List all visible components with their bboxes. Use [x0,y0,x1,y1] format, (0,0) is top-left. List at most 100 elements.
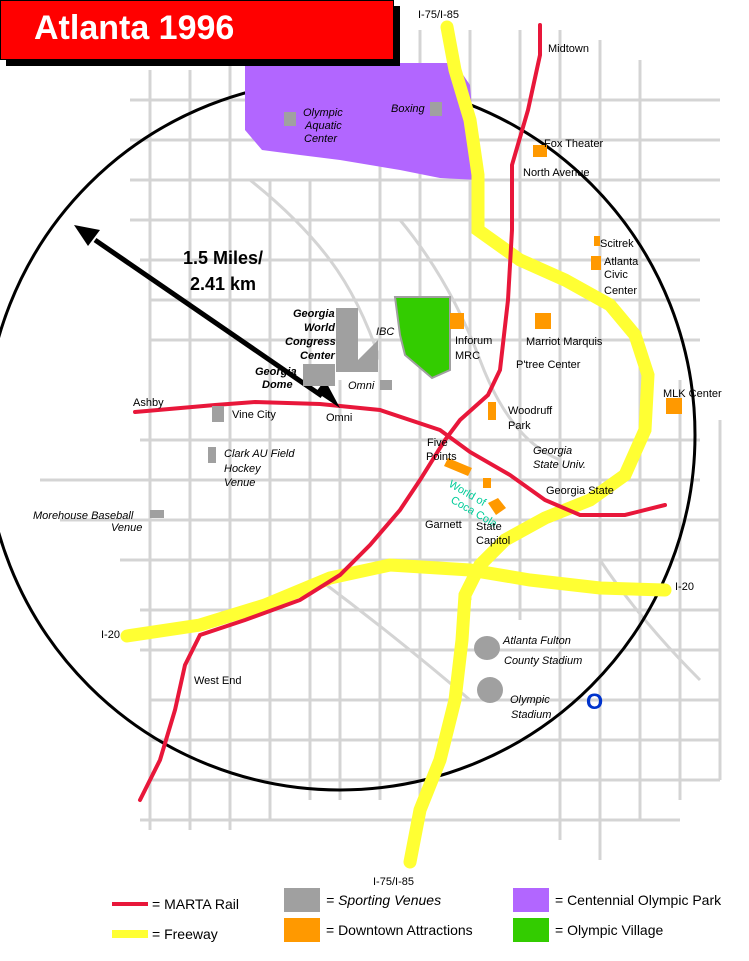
label-five-points-1: Five [427,437,448,449]
inforum [450,313,464,329]
label-ibc: IBC [376,326,394,338]
map-legend: = MARTA Rail = Freeway = Sporting Venues… [0,878,749,958]
georgia-world-congress-center [336,308,378,372]
label-omni-station: Omni [326,412,352,424]
label-olympic-stadium-1: Olympic [510,694,550,706]
label-west-end: West End [194,675,242,687]
label-olympic-stadium-2: Stadium [511,709,551,721]
label-georgia-state-station: Georgia State [546,485,614,497]
map-title: Atlanta 1996 [34,9,235,47]
label-dome-1: Georgia [255,366,297,378]
label-civic-1: Atlanta [604,256,639,268]
legend-village: = Olympic Village [513,918,663,942]
label-clark-2: Hockey [224,463,262,475]
freeway-i20 [120,558,672,643]
label-gwcc-1: Georgia [293,308,335,320]
label-midtown: Midtown [548,43,589,55]
label-boxing: Boxing [391,103,426,115]
radius-label-km: 2.41 km [190,274,256,294]
title-face [0,0,394,60]
marta-east-west-line [133,399,667,517]
legend-sporting-label: = Sporting Venues [326,892,442,908]
olympic-village [393,296,451,380]
legend-village-label: = Olympic Village [555,922,664,938]
label-aquatic-2: Aquatic [304,120,342,132]
label-gwcc-3: Congress [285,336,336,348]
scitrek [594,236,600,246]
label-gwcc-4: Center [300,350,336,362]
label-morehouse-1: Morehouse Baseball [33,510,134,522]
label-woodruff-2: Park [508,420,531,432]
label-north-avenue: North Avenue [523,167,589,179]
legend-sporting: = Sporting Venues [284,888,441,912]
label-five-points-2: Points [426,451,457,463]
label-garnett: Garnett [425,519,462,531]
label-civic-3: Center [604,285,637,297]
label-civic-2: Civic [604,269,628,281]
radius-arrow [74,225,340,408]
label-east-freeway: I-20 [675,581,694,593]
civic-center [591,256,601,270]
label-gsu-1: Georgia [533,445,572,457]
atlanta-fulton-county-stadium [474,636,500,660]
legend-freeway-swatch [112,930,148,938]
label-ashby: Ashby [133,397,164,409]
label-vine-city: Vine City [232,409,276,421]
legend-marta: = MARTA Rail [112,896,239,912]
label-ptree: P'tree Center [516,359,581,371]
legend-park: = Centennial Olympic Park [513,888,721,912]
label-capitol-2: Capitol [476,535,510,547]
label-fulton-1: Atlanta Fulton [502,635,571,647]
legend-sporting-swatch [284,888,320,912]
legend-freeway-label: = Freeway [152,926,218,942]
label-clark-1: Clark AU Field [224,448,295,460]
label-scitrek: Scitrek [600,238,634,250]
label-woodruff-1: Woodruff [508,405,553,417]
legend-attraction-label: = Downtown Attractions [326,922,473,938]
clark-field-venue [208,447,216,463]
label-west-freeway: I-20 [101,629,120,641]
coca-cola-small [483,478,491,488]
world-of-coca-cola [444,458,472,476]
omni-venue [380,380,392,390]
legend-park-swatch [513,888,549,912]
label-morehouse-2: Venue [111,522,142,534]
georgia-dome [303,364,335,386]
sporting-venues [150,102,503,703]
marriott-marquis [535,313,551,329]
label-fox-theater: Fox Theater [544,138,603,150]
label-clark-3: Venue [224,477,255,489]
label-dome-2: Dome [262,379,293,391]
label-marriott: Marriot Marquis [526,336,603,348]
legend-village-swatch [513,918,549,942]
legend-marta-swatch [112,902,148,906]
radius-label-miles: 1.5 Miles/ [183,248,263,268]
label-aquatic-1: Olympic [303,107,343,119]
centennial-olympic-park [245,63,478,180]
legend-attraction-swatch [284,918,320,942]
marta-rail [133,23,667,802]
olympic-o-mark: O [586,689,603,714]
woodruff-park [488,402,496,420]
boxing-venue [430,102,442,116]
map-labels: I-75/I-85 I-75/I-85 I-20 I-20 Midtown Fo… [33,9,722,888]
legend-park-label: = Centennial Olympic Park [555,892,722,908]
mlk-center [666,398,682,414]
radius-circle [0,78,697,792]
state-capitol [488,498,506,515]
map-title-box: Atlanta 1996 [0,0,400,66]
label-fulton-2: County Stadium [504,655,582,667]
label-aquatic-3: Center [304,133,338,145]
fox-theater [533,145,547,157]
morehouse-venue [150,510,164,518]
downtown-attractions [444,145,682,515]
label-gsu-2: State Univ. [533,459,586,471]
label-mrc: MRC [455,350,480,362]
label-inforum: Inforum [455,335,492,347]
label-capitol-1: State [476,521,502,533]
vine-city-venue [212,406,224,422]
legend-freeway: = Freeway [112,926,218,942]
label-gwcc-2: World [304,322,335,334]
label-omni-venue: Omni [348,380,375,392]
